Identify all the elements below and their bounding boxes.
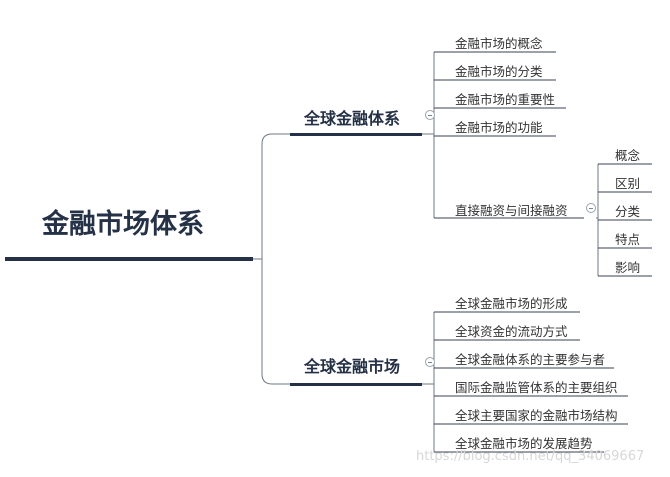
sub-leaf-topic[interactable]: 概念 [615,148,641,163]
branch-2-bracket [422,312,435,452]
sub-leaf-topic[interactable]: 影响 [615,260,641,275]
leaf-topic[interactable]: 金融市场的重要性 [455,92,556,107]
leaf-topic[interactable]: 全球金融市场的发展趋势 [455,436,593,451]
sub-leaf-topic[interactable]: 区别 [615,176,641,191]
leaf-topic[interactable]: 国际金融监管体系的主要组织 [455,380,618,395]
collapse-toggle-icon[interactable] [425,110,435,120]
sub-branch-bracket [596,164,599,276]
root-topic[interactable]: 金融市场体系 [42,209,204,240]
branch-topic-global-financial-system[interactable]: 全球金融体系 [304,109,401,128]
root-branch-connector [253,133,273,385]
watermark-text: https://blog.csdn.net/qq_34069667 [416,449,645,464]
collapse-toggle-icon[interactable] [586,203,596,213]
root-underline [5,257,253,261]
leaf-topic[interactable]: 金融市场的功能 [455,120,543,135]
leaf-topic[interactable]: 全球金融市场的形成 [455,296,568,311]
sub-leaf-topic[interactable]: 分类 [615,204,641,219]
leaf-topic[interactable]: 金融市场的分类 [455,64,543,79]
leaf-topic-direct-indirect-financing[interactable]: 直接融资与间接融资 [455,203,568,218]
leaf-topic[interactable]: 全球主要国家的金融市场结构 [455,408,618,423]
sub-leaf-topic[interactable]: 特点 [615,232,641,247]
branch-2-underline [290,383,422,386]
collapse-toggle-icon[interactable] [425,357,435,367]
branch-1-underline [290,133,422,136]
leaf-topic[interactable]: 全球资金的流动方式 [455,324,568,339]
leaf-topic[interactable]: 金融市场的概念 [455,36,543,51]
branch-1-bracket [422,52,435,218]
leaf-topic[interactable]: 全球金融体系的主要参与者 [455,352,606,367]
branch-topic-global-financial-market[interactable]: 全球金融市场 [304,357,401,376]
